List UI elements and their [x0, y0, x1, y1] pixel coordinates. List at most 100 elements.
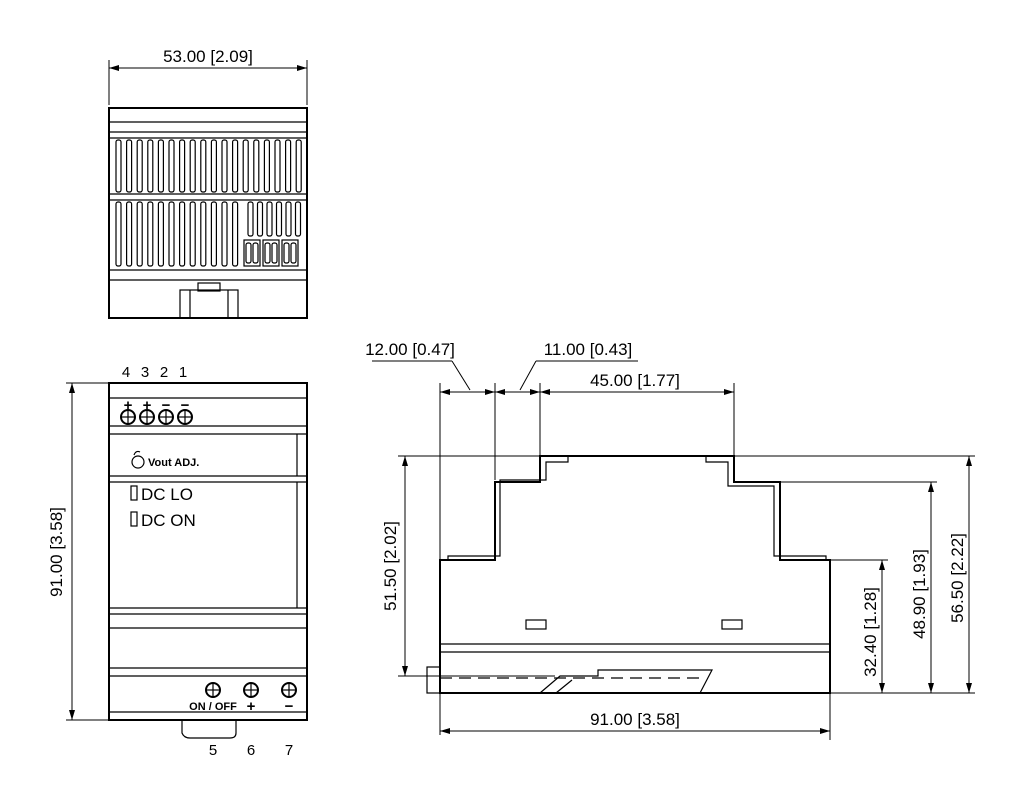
vent-slot [157, 139, 164, 193]
vent-slot [168, 201, 175, 267]
slot [721, 619, 743, 630]
offset-a-label: 12.00 [0.47] [365, 340, 455, 359]
vent-slot [147, 201, 154, 267]
vout-adjust-icon [131, 455, 145, 469]
adjust-arrow-icon [133, 450, 141, 456]
vent-slot [263, 139, 270, 193]
rail-end-block [426, 666, 441, 694]
vent-slot [290, 242, 297, 264]
vent-block [281, 239, 299, 267]
vout-adj-label: Vout ADJ. [148, 457, 199, 469]
vent-block [262, 239, 280, 267]
height-32-label: 32.40 [1.28] [861, 587, 880, 677]
vent-slot [179, 139, 186, 193]
on-off-label: ON / OFF [189, 701, 237, 713]
vent-slot [115, 139, 122, 193]
vent-slot [252, 242, 259, 264]
vent-slot [264, 242, 271, 264]
vent-slot [294, 201, 302, 237]
vent-slot [271, 242, 278, 264]
front-view: 91.00 [3.58] 4 3 2 1 + + − − [47, 364, 308, 759]
offset-b-label: 11.00 [0.43] [544, 340, 633, 359]
vent-block [243, 239, 261, 267]
side-view-body [439, 455, 831, 694]
terminal-sign-plus: + [143, 397, 152, 414]
arrowhead [69, 710, 75, 720]
top-width-45-label: 45.00 [1.77] [590, 371, 680, 390]
top-terminal-screws [120, 409, 193, 425]
led-indicator-icon [130, 511, 138, 527]
bottom-clip [181, 720, 237, 739]
terminal-number-3: 3 [141, 364, 149, 381]
vent-slot [157, 201, 164, 267]
arrowhead [109, 65, 119, 71]
vent-slot [210, 139, 217, 193]
bottom-terminal-screws [205, 682, 297, 698]
terminal-number-2: 2 [160, 364, 168, 381]
vent-slot [221, 139, 228, 193]
din-clip [179, 289, 239, 319]
vent-slot [256, 201, 264, 237]
terminal-number-6: 6 [247, 742, 255, 759]
vent-slot [242, 139, 249, 193]
inner-contour [447, 456, 569, 560]
clip-mechanism [555, 679, 573, 694]
side-view: 12.00 [0.47] 11.00 [0.43] 45.00 [1.77] 5… [365, 340, 975, 740]
vent-slot [168, 139, 175, 193]
slot [525, 619, 547, 630]
vent-slot [221, 201, 228, 267]
vent-slot [283, 242, 290, 264]
top-view: 53.00 [2.09] [108, 47, 308, 319]
vent-slot [275, 201, 283, 237]
front-view-body [108, 382, 308, 721]
offset-b-leader [519, 360, 537, 391]
terminal-number-4: 4 [122, 364, 130, 381]
vent-slot [274, 139, 281, 193]
vent-slot [210, 201, 217, 267]
vent-slot [179, 201, 186, 267]
bottom-width-label: 91.00 [3.58] [590, 710, 680, 729]
terminal-sign-minus: − [162, 397, 171, 414]
led-indicator-icon [130, 485, 138, 501]
vent-slot [232, 139, 239, 193]
inner-contour [705, 456, 827, 560]
terminal-number-1: 1 [179, 364, 187, 381]
front-height-label: 91.00 [3.58] [47, 507, 66, 597]
vent-slot [295, 139, 302, 193]
bottom-minus-label: − [285, 698, 294, 715]
vent-slot [147, 139, 154, 193]
vent-slot [232, 201, 239, 267]
height-56-label: 56.50 [2.22] [948, 533, 967, 623]
vent-slot [200, 201, 207, 267]
vent-slot [136, 139, 143, 193]
vent-slot [266, 201, 273, 237]
ventilation-slots [115, 139, 302, 267]
vent-slot [189, 139, 196, 193]
vent-slot [247, 201, 254, 237]
top-width-label: 53.00 [2.09] [163, 47, 253, 66]
din-clip-tab [197, 282, 221, 292]
led-dc-on-label: DC ON [141, 511, 196, 530]
vent-slot [285, 139, 292, 193]
bottom-plus-label: + [247, 698, 256, 715]
terminal-sign-minus: − [181, 397, 190, 414]
height-48-label: 48.90 [1.93] [910, 549, 929, 639]
led-dc-lo-label: DC LO [141, 485, 193, 504]
vent-slot [115, 201, 122, 267]
vent-slot [189, 201, 196, 267]
vent-slot [253, 139, 260, 193]
arrowhead [297, 65, 307, 71]
vent-slot [285, 201, 292, 237]
vent-slot [245, 242, 252, 264]
vent-slot [125, 139, 133, 193]
vent-slot [200, 139, 207, 193]
terminal-sign-plus: + [124, 397, 133, 414]
terminal-number-7: 7 [285, 742, 293, 759]
terminal-number-5: 5 [209, 742, 217, 759]
vent-slot [136, 201, 143, 267]
height-51-label: 51.50 [2.02] [381, 521, 400, 611]
vent-slot [125, 201, 133, 267]
offset-a-leader [451, 360, 471, 391]
clip-mechanism [539, 669, 713, 694]
